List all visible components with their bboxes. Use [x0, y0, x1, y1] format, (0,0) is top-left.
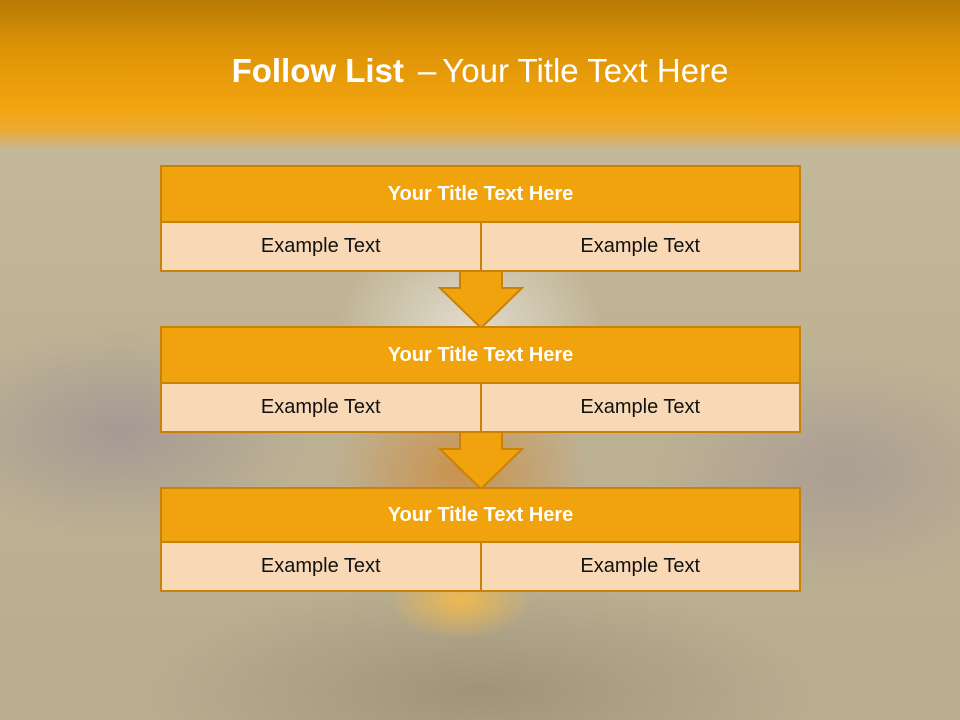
block-cell-right: Example Text: [481, 543, 801, 592]
block-cell-left: Example Text: [160, 223, 482, 272]
block-cell-right: Example Text: [481, 223, 801, 272]
block-cell-left: Example Text: [160, 543, 482, 592]
down-arrow-icon: [438, 431, 524, 491]
block-title: Your Title Text Here: [160, 326, 801, 384]
block-row: Example Text Example Text: [160, 223, 801, 272]
list-block-3: Your Title Text Here Example Text Exampl…: [160, 487, 801, 592]
block-row: Example Text Example Text: [160, 543, 801, 592]
block-title: Your Title Text Here: [160, 165, 801, 223]
slide-title-rest: Your Title Text Here: [442, 52, 729, 89]
block-cell-right: Example Text: [481, 384, 801, 433]
slide-title-separator: –: [417, 52, 437, 89]
block-cell-left: Example Text: [160, 384, 482, 433]
slide-title-strong: Follow List: [231, 52, 404, 89]
down-arrow-icon: [438, 270, 524, 330]
block-row: Example Text Example Text: [160, 384, 801, 433]
header-band: [0, 0, 960, 150]
block-title: Your Title Text Here: [160, 487, 801, 543]
list-block-1: Your Title Text Here Example Text Exampl…: [160, 165, 801, 272]
list-block-2: Your Title Text Here Example Text Exampl…: [160, 326, 801, 433]
slide-title: Follow List–Your Title Text Here: [0, 52, 960, 90]
